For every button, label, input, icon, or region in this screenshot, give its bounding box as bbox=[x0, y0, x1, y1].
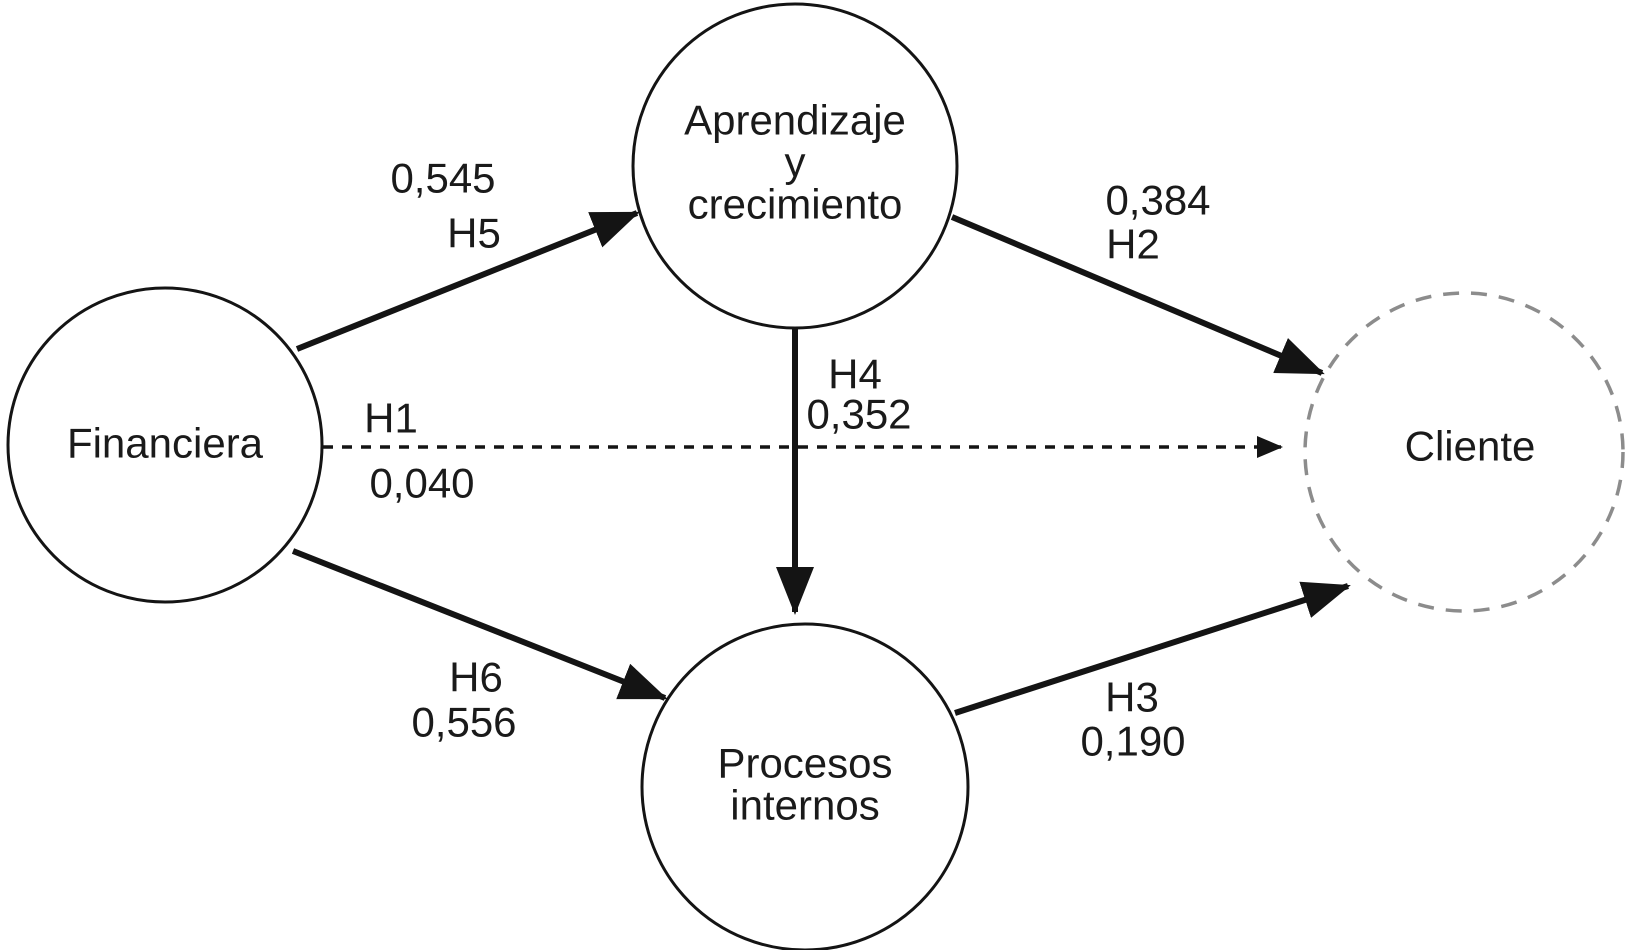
node-procesos: Procesos internos bbox=[640, 622, 970, 950]
node-cliente-circle bbox=[1303, 291, 1625, 613]
node-procesos-label-line2: internos bbox=[730, 782, 879, 829]
edge-h6-arrow bbox=[291, 548, 668, 701]
node-procesos-label-line1: Procesos bbox=[717, 740, 892, 787]
edge-h2-hypothesis: H2 bbox=[1106, 221, 1160, 268]
edge-h3-coefficient: 0,190 bbox=[1080, 718, 1185, 765]
node-cliente-label: Cliente bbox=[1405, 423, 1536, 470]
edge-h3: H3 0,190 bbox=[954, 581, 1351, 765]
node-aprendizaje-label-line1: Aprendizaje bbox=[684, 97, 906, 144]
node-aprendizaje-circle bbox=[631, 2, 959, 330]
edge-h5-hypothesis: H5 bbox=[447, 210, 501, 257]
edge-h2-arrow bbox=[950, 214, 1325, 376]
edge-h1-coefficient: 0,040 bbox=[369, 460, 474, 507]
edge-h1-hypothesis: H1 bbox=[364, 395, 418, 442]
edge-h6: H6 0,556 bbox=[291, 548, 668, 746]
edge-h6-hypothesis: H6 bbox=[449, 654, 503, 701]
edge-h4-coefficient: 0,352 bbox=[806, 391, 911, 438]
edge-h6-coefficient: 0,556 bbox=[411, 699, 516, 746]
edge-h4-hypothesis: H4 bbox=[828, 351, 882, 398]
node-aprendizaje-label-line3: crecimiento bbox=[688, 181, 903, 228]
edge-h1: H1 0,040 bbox=[323, 395, 1283, 507]
edge-h5-coefficient: 0,545 bbox=[390, 155, 495, 202]
node-procesos-circle bbox=[640, 622, 970, 950]
edge-h3-arrow bbox=[954, 581, 1351, 716]
edge-h2-coefficient: 0,384 bbox=[1105, 177, 1210, 224]
edge-h5: 0,545 H5 bbox=[295, 155, 640, 352]
node-aprendizaje: Aprendizaje y crecimiento bbox=[631, 2, 959, 330]
edge-h3-hypothesis: H3 bbox=[1105, 674, 1159, 721]
node-aprendizaje-label-line2: y bbox=[785, 139, 806, 186]
edge-h5-arrow bbox=[295, 210, 640, 352]
node-financiera-label: Financiera bbox=[67, 420, 264, 467]
node-financiera-circle bbox=[6, 286, 324, 604]
node-financiera: Financiera bbox=[6, 286, 324, 604]
node-cliente: Cliente bbox=[1303, 291, 1625, 613]
edge-h2: 0,384 H2 bbox=[950, 177, 1325, 376]
edge-h4: H4 0,352 bbox=[776, 329, 912, 615]
